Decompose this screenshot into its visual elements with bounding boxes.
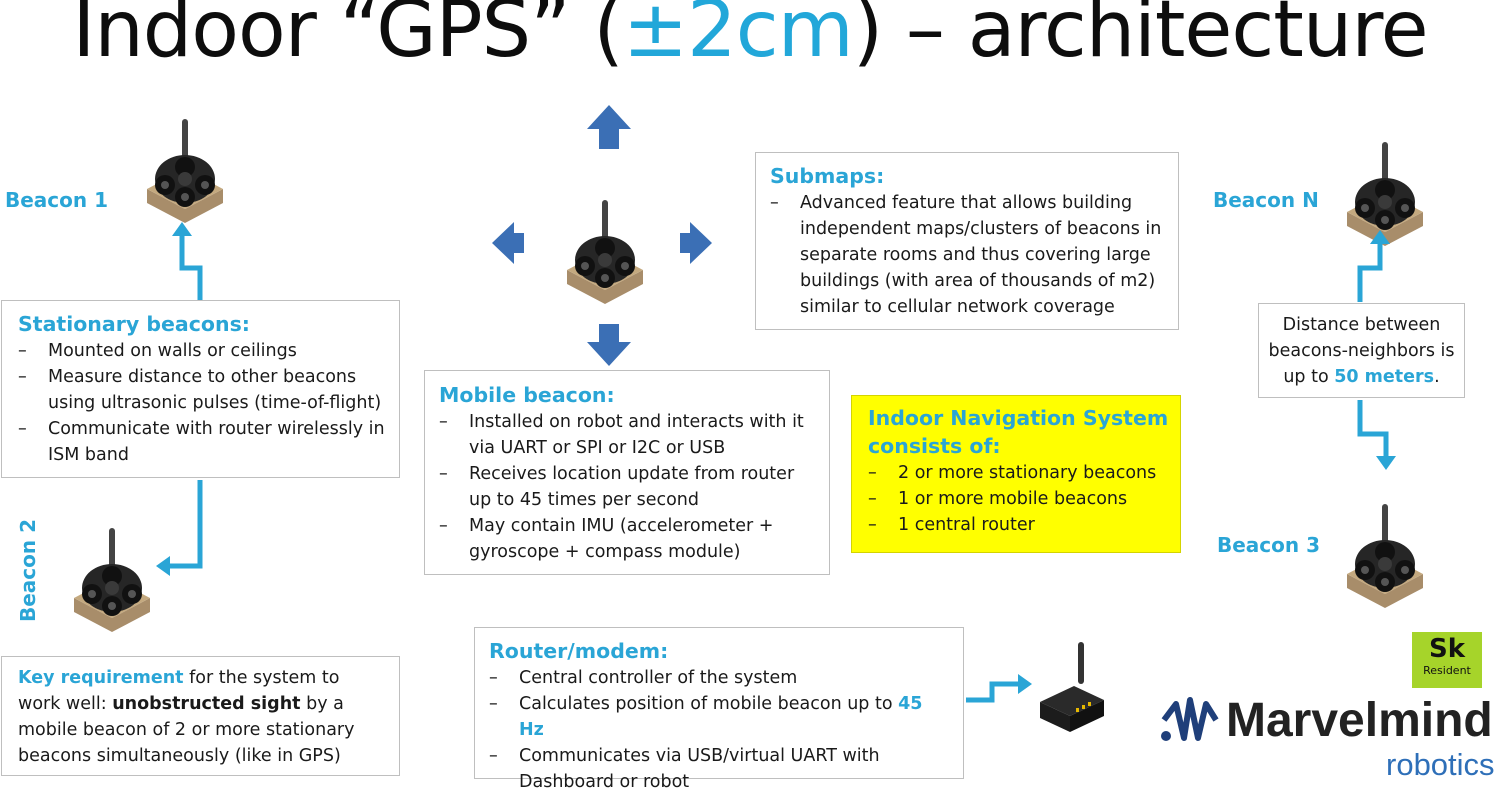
- brand-name: Marvelmind: [1226, 693, 1493, 749]
- router-item-calculates-text: Calculates position of mobile beacon up …: [519, 694, 898, 714]
- system-item-stationary: 2 or more stationary beacons: [868, 460, 1170, 486]
- beacon-1-label: Beacon 1: [5, 188, 108, 212]
- connector-router-box-to-device: [960, 660, 1040, 710]
- mobile-beacon-box: Mobile beacon: Installed on robot and in…: [424, 370, 830, 575]
- distance-period: .: [1434, 367, 1440, 387]
- arrow-up-icon: [585, 103, 633, 151]
- connector-distance-to-beacon3: [1340, 396, 1400, 476]
- beacon-1-device-icon: [140, 86, 240, 226]
- submaps-heading: Submaps:: [770, 162, 1166, 190]
- sk-resident-logo: Sk Resident: [1412, 632, 1482, 688]
- submaps-list: Advanced feature that allows building in…: [770, 190, 1166, 320]
- submaps-item: Advanced feature that allows building in…: [770, 190, 1166, 320]
- beacon-3-device-icon: [1340, 476, 1440, 616]
- beacon-2-label: Beacon 2: [16, 522, 40, 622]
- connector-stationary-to-beacon1: [160, 220, 220, 310]
- router-heading: Router/modem:: [489, 637, 951, 665]
- stationary-list: Mounted on walls or ceilings Measure dis…: [18, 338, 387, 468]
- title-prefix: Indoor “GPS” (: [72, 0, 623, 75]
- submaps-box: Submaps: Advanced feature that allows bu…: [755, 152, 1179, 330]
- sk-resident-text: Resident: [1412, 664, 1482, 678]
- router-modem-box: Router/modem: Central controller of the …: [474, 627, 964, 779]
- key-requirement-box: Key requirement for the system to work w…: [1, 656, 400, 776]
- marvelmind-logo-icon: [1158, 690, 1222, 750]
- navigation-system-box: Indoor Navigation System consists of: 2 …: [851, 395, 1181, 553]
- mobile-beacon-device-icon: [560, 170, 660, 320]
- router-item-calculates: Calculates position of mobile beacon up …: [489, 691, 951, 743]
- arrow-right-icon: [678, 220, 714, 266]
- mobile-item-imu: May contain IMU (accelerometer + gyrosco…: [439, 513, 817, 565]
- title-suffix: ) – architecture: [853, 0, 1428, 75]
- sk-logo-text: Sk: [1412, 634, 1482, 664]
- system-item-mobile: 1 or more mobile beacons: [868, 486, 1170, 512]
- mobile-item-install: Installed on robot and interacts with it…: [439, 409, 817, 461]
- distance-box: Distance between beacons-neighbors is up…: [1258, 303, 1465, 398]
- system-heading-line2: consists of:: [868, 432, 1170, 460]
- arrow-left-icon: [490, 220, 526, 266]
- router-list: Central controller of the system Calcula…: [489, 665, 951, 795]
- router-item-communicates: Communicates via USB/virtual UART with D…: [489, 743, 951, 795]
- key-requirement-lead: Key requirement: [18, 668, 184, 688]
- router-device-icon: [1030, 630, 1120, 740]
- stationary-item-mount: Mounted on walls or ceilings: [18, 338, 387, 364]
- arrow-down-icon: [585, 322, 633, 368]
- stationary-beacons-box: Stationary beacons: Mounted on walls or …: [1, 300, 400, 478]
- stationary-item-measure: Measure distance to other beacons using …: [18, 364, 387, 416]
- beacon-3-label: Beacon 3: [1217, 533, 1320, 557]
- router-item-controller: Central controller of the system: [489, 665, 951, 691]
- stationary-item-communicate: Communicate with router wirelessly in IS…: [18, 416, 387, 468]
- connector-distance-to-beaconN: [1340, 228, 1400, 308]
- distance-value: 50 meters: [1334, 367, 1434, 387]
- connector-stationary-to-beacon2: [150, 474, 220, 584]
- title-highlight: ±2cm: [623, 0, 853, 75]
- page-title: Indoor “GPS” (±2cm) – architecture: [0, 0, 1500, 76]
- mobile-heading: Mobile beacon:: [439, 381, 817, 409]
- key-requirement-emphasis: unobstructed sight: [112, 694, 300, 714]
- stationary-heading: Stationary beacons:: [18, 310, 387, 338]
- beacon-n-label: Beacon N: [1213, 188, 1319, 212]
- system-heading-line1: Indoor Navigation System: [868, 404, 1170, 432]
- brand-subtitle: robotics: [1386, 748, 1495, 782]
- mobile-item-update: Receives location update from router up …: [439, 461, 817, 513]
- system-item-router: 1 central router: [868, 512, 1170, 538]
- mobile-list: Installed on robot and interacts with it…: [439, 409, 817, 565]
- system-list: 2 or more stationary beacons 1 or more m…: [868, 460, 1170, 538]
